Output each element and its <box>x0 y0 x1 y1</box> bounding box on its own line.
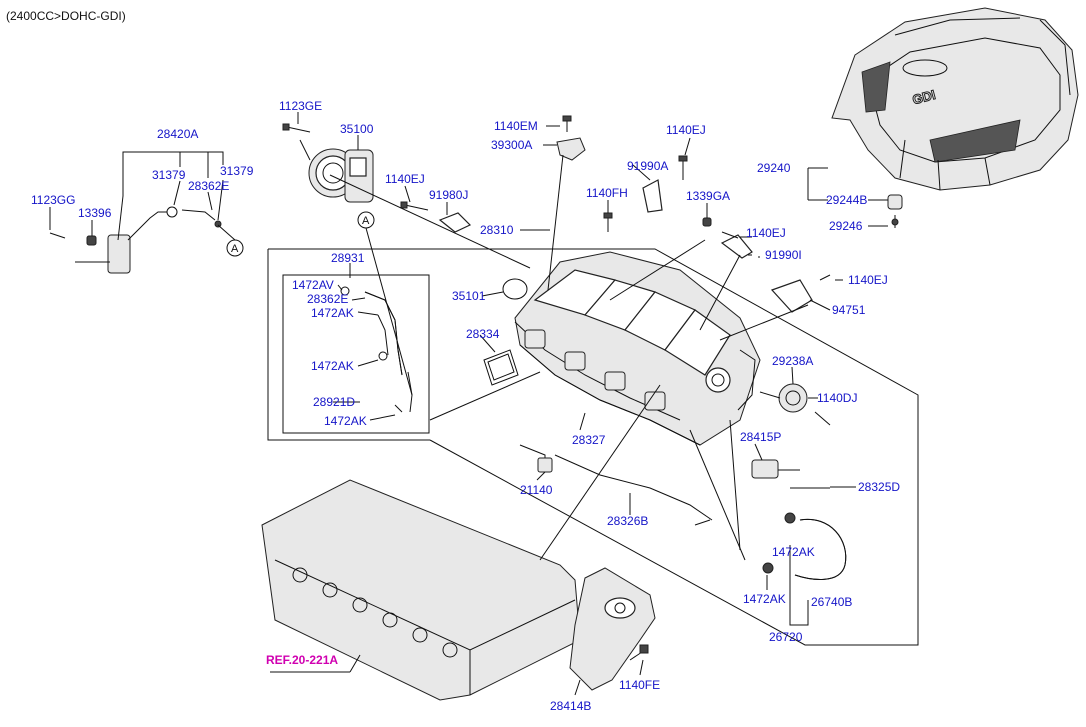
engine-bracket-28414B <box>569 567 656 691</box>
label-94751: 94751 <box>832 303 866 317</box>
label-26740B: 26740B <box>811 595 852 609</box>
label-28420A: 28420A <box>157 127 198 141</box>
label-1472AK-1: 1472AK <box>311 306 354 320</box>
label-28327: 28327 <box>572 433 606 447</box>
label-13396: 13396 <box>78 206 112 220</box>
vacuum-actuator <box>759 383 831 426</box>
label-29240: 29240 <box>757 161 791 175</box>
label-1140DJ: 1140DJ <box>817 391 857 405</box>
vacuum-pipe-28326B <box>554 454 713 526</box>
label-1123GG: 1123GG <box>31 193 75 207</box>
label-1140FH: 1140FH <box>586 186 628 200</box>
nut-1339GA <box>702 217 712 227</box>
label-28414B: 28414B <box>550 699 591 713</box>
cover-grommet <box>887 194 903 228</box>
label-29246: 29246 <box>829 219 863 233</box>
throttle-body <box>299 139 374 203</box>
callout-a-left: A <box>217 224 244 257</box>
label-1140EJ-left: 1140EJ <box>385 172 425 186</box>
assembly-outline <box>267 248 919 646</box>
label-28921D: 28921D <box>313 395 355 409</box>
pcv-hose-21140 <box>519 444 553 473</box>
hose-26740B <box>762 512 847 580</box>
cylinder-head <box>261 479 581 701</box>
reference-label: REF.20-221A <box>266 653 338 667</box>
label-28415P: 28415P <box>740 430 781 444</box>
label-1140EJ-mid: 1140EJ <box>746 226 786 240</box>
bracket-91980J <box>400 201 472 233</box>
label-28310: 28310 <box>480 223 514 237</box>
bolt-1140FH <box>603 212 613 232</box>
gasket-28334 <box>483 349 519 386</box>
callout-a-center: A <box>357 211 413 396</box>
part-labels: 1123GE 35100 28420A 31379 31379 28362E 1… <box>31 99 900 713</box>
label-91990A: 91990A <box>627 159 668 173</box>
label-31379-left: 31379 <box>152 168 186 182</box>
label-91980J: 91980J <box>429 188 468 202</box>
label-1140EJ-right: 1140EJ <box>848 273 888 287</box>
label-28325D: 28325D <box>858 480 900 494</box>
label-21140: 21140 <box>520 483 553 497</box>
label-1472AK-5: 1472AK <box>743 592 786 606</box>
bracket-91990A <box>642 155 688 213</box>
label-31379-right: 31379 <box>220 164 254 178</box>
cover-logo-text: GDI <box>911 87 937 107</box>
label-1140EJ-top: 1140EJ <box>666 123 706 137</box>
solenoid-valve <box>751 459 830 489</box>
gasket-35101 <box>502 278 528 300</box>
label-28362E-box: 28362E <box>307 292 348 306</box>
label-35101: 35101 <box>452 289 486 303</box>
leader-lines <box>49 112 888 696</box>
label-29238A: 29238A <box>772 354 813 368</box>
label-1472AK-2: 1472AK <box>311 359 354 373</box>
bracket-91990I <box>720 231 753 259</box>
label-1140FE: 1140FE <box>619 678 660 692</box>
label-1472AK-4: 1472AK <box>772 545 815 559</box>
pcv-pipe-assembly <box>49 206 222 274</box>
intake-manifold <box>514 251 761 446</box>
engine-spec-header: (2400CC>DOHC-GDI) <box>6 9 126 23</box>
label-28334: 28334 <box>466 327 500 341</box>
label-26720: 26720 <box>769 630 803 644</box>
label-1339GA: 1339GA <box>686 189 730 203</box>
bolt-1123GE <box>282 123 311 133</box>
engine-cover: GDI <box>831 7 1079 191</box>
bracket-94751 <box>770 274 831 313</box>
label-28362E-top: 28362E <box>188 179 229 193</box>
label-91990I: 91990I <box>765 248 802 262</box>
label-39300A: 39300A <box>491 138 532 152</box>
svg-text:A: A <box>231 243 239 255</box>
label-1472AV: 1472AV <box>292 278 334 292</box>
label-1123GE: 1123GE <box>279 99 322 113</box>
label-35100: 35100 <box>340 122 374 136</box>
label-28326B: 28326B <box>607 514 648 528</box>
label-1140EM: 1140EM <box>494 119 538 133</box>
map-sensor <box>556 115 586 161</box>
label-28931: 28931 <box>331 251 365 265</box>
svg-text:A: A <box>362 215 370 227</box>
label-29244B: 29244B <box>826 193 867 207</box>
label-1472AK-3: 1472AK <box>324 414 367 428</box>
